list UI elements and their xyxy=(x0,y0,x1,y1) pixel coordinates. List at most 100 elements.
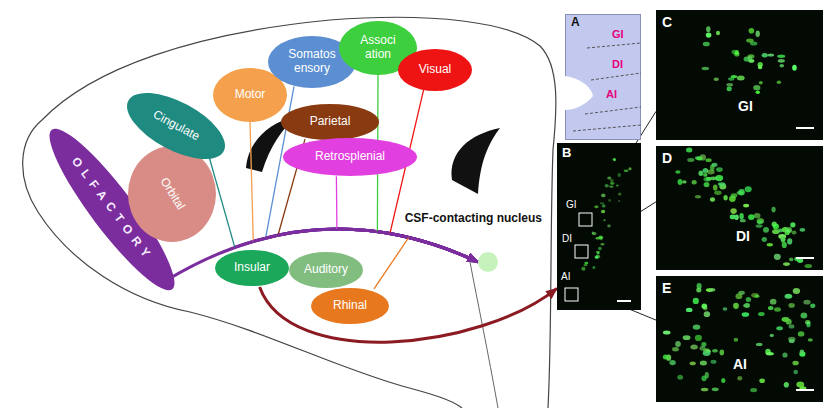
neuron-cell xyxy=(706,32,712,37)
scale-bar xyxy=(796,257,814,259)
connector xyxy=(374,238,478,289)
neuron-cell xyxy=(774,307,781,311)
neuron-cell xyxy=(731,75,738,78)
neuron-cell xyxy=(723,307,728,311)
neuron-cell xyxy=(776,326,783,330)
neuron-cell xyxy=(706,26,710,32)
neuron-cell xyxy=(792,361,798,366)
region-label: AI xyxy=(733,356,747,372)
region-label: GI xyxy=(738,98,753,114)
neuron-cell xyxy=(770,334,774,337)
neuron-cell xyxy=(756,343,763,346)
neuron-cell xyxy=(810,304,815,309)
micrograph-panel: BGIDIAI xyxy=(557,143,641,310)
neuron-cell xyxy=(742,312,749,317)
neuron-cell xyxy=(766,352,774,355)
neuron-cell xyxy=(753,85,760,90)
neuron-cell xyxy=(584,264,588,266)
neuron-cell xyxy=(757,220,763,224)
neuron-cell xyxy=(601,210,605,214)
neuron-cell xyxy=(710,197,715,201)
neuron-cell xyxy=(740,219,746,222)
micrograph-panel: CGI xyxy=(656,10,823,140)
region-label: Insular xyxy=(234,261,270,275)
neuron-cell xyxy=(702,67,710,70)
neuron-cell xyxy=(597,251,600,254)
neuron-cell xyxy=(762,237,767,242)
neuron-cell xyxy=(686,148,692,153)
neuron-cell xyxy=(780,64,785,68)
region-ellipse xyxy=(215,250,289,286)
neuron-cell xyxy=(746,39,754,43)
neuron-cell xyxy=(713,184,718,190)
neuron-cell xyxy=(602,204,606,207)
region-label: GI xyxy=(566,199,577,211)
neuron-cell xyxy=(714,77,719,81)
region-label: Auditory xyxy=(304,263,348,277)
neuron-cell xyxy=(669,360,675,365)
neuron-cell xyxy=(592,232,597,235)
neuron-cell xyxy=(738,189,744,195)
neuron-cell xyxy=(592,266,595,269)
neuron-cell xyxy=(745,186,752,192)
neuron-cell xyxy=(712,349,718,353)
neuron-cell xyxy=(708,288,715,292)
neuron-cell xyxy=(702,304,708,309)
neuron-cell xyxy=(782,352,787,357)
neuron-cell xyxy=(768,306,774,310)
neuron-cell xyxy=(624,170,629,173)
neuron-cell xyxy=(768,53,775,56)
neuron-cell xyxy=(692,180,697,185)
region-ellipse xyxy=(398,49,472,91)
neuron-cell xyxy=(594,205,598,208)
region-label: GI xyxy=(612,28,624,41)
neuron-cell xyxy=(716,31,720,36)
neuron-cell xyxy=(601,194,605,198)
neuron-cell xyxy=(610,182,614,185)
neuron-cell xyxy=(790,222,795,227)
neuron-cell xyxy=(596,251,600,254)
neuron-cell xyxy=(789,324,795,328)
nucleus-circle: CSF-contacting nucleus xyxy=(478,252,498,272)
neuron-cell xyxy=(757,218,765,224)
neuron-cell xyxy=(743,204,749,208)
neuron-cell xyxy=(663,330,671,334)
neuron-cell xyxy=(714,191,721,195)
region-label: Visual xyxy=(419,63,451,77)
neuron-cell xyxy=(584,262,588,265)
neuron-cell xyxy=(663,354,668,359)
region-label: DI xyxy=(736,228,750,244)
shape xyxy=(656,10,823,140)
micrograph-panel: EAI xyxy=(656,276,823,402)
neuron-cell xyxy=(609,185,613,187)
neuron-cell xyxy=(750,388,757,392)
neuron-cell xyxy=(774,254,781,260)
shape xyxy=(478,252,498,272)
neuron-cell xyxy=(739,213,743,219)
panel-letter: B xyxy=(562,146,571,161)
neuron-cell xyxy=(683,335,691,340)
neuron-cell xyxy=(618,192,621,195)
neuron-cell xyxy=(700,361,707,366)
neuron-cell xyxy=(748,214,754,220)
neuron-cell xyxy=(744,303,750,308)
neuron-cell xyxy=(701,375,706,381)
neuron-cell xyxy=(592,232,594,234)
panel-letter: D xyxy=(662,150,672,166)
neuron-cell xyxy=(785,294,793,299)
ventricle xyxy=(452,128,500,194)
zoom-square xyxy=(579,213,592,226)
neuron-cell xyxy=(613,158,616,160)
neuron-cell xyxy=(756,91,760,95)
region-ellipse xyxy=(128,146,216,242)
neuron-cell xyxy=(789,258,793,262)
neuron-cell xyxy=(607,225,611,228)
neuron-cell xyxy=(731,193,738,198)
neuron-cell xyxy=(703,173,707,177)
connector xyxy=(260,287,557,342)
panel-letter: A xyxy=(571,16,580,30)
neuron-cell xyxy=(707,170,715,175)
neuron-cell xyxy=(772,207,776,213)
fissure xyxy=(565,76,593,110)
region-label: AI xyxy=(606,88,617,101)
